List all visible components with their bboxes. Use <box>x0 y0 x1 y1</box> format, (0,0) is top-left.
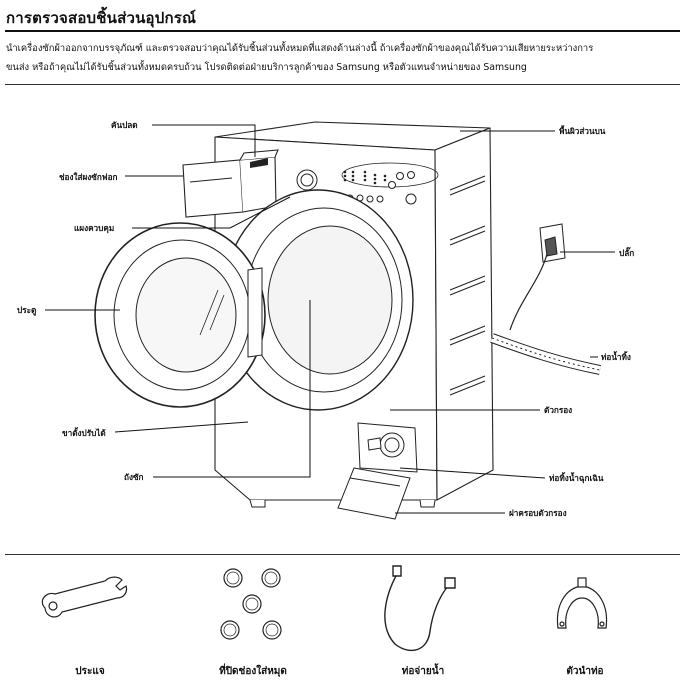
machine-side <box>434 127 494 501</box>
label-detergent-drawer: ช่องใส่ผงซักฟอก <box>59 172 117 182</box>
label-filter: ตัวกรอง <box>544 405 572 415</box>
label-emergency-drain: ท่อทิ้งน้ำฉุกเฉิน <box>549 471 604 484</box>
spanner-icon <box>41 576 128 618</box>
drum <box>267 225 393 375</box>
filter-cover <box>337 467 411 520</box>
hose-guide-icon <box>556 577 608 629</box>
label-drum: ถังซัก <box>124 472 144 482</box>
label-control-panel: แผงควบคุม <box>74 223 114 234</box>
section-divider-top <box>5 84 680 85</box>
washing-machine-diagram: คันปลด ช่องใส่ผงซักฟอก แผงควบคุม ประตู ข… <box>17 120 634 520</box>
hole-caps-icon <box>220 568 282 640</box>
water-supply-hose-icon <box>384 565 456 652</box>
section-divider-bottom <box>5 554 680 555</box>
label-drain-hose: ท่อน้ำทิ้ง <box>601 350 631 362</box>
power-plug <box>544 236 558 257</box>
accessories-illustrations <box>41 565 608 652</box>
label-filter-cover: ฝาครอบตัวกรอง <box>509 508 567 518</box>
intro-line-2: ขนส่ง หรือถ้าคุณไม่ได้รับชิ้นส่วนทั้งหมด… <box>6 62 527 73</box>
label-door: ประตู <box>17 305 36 316</box>
intro-paragraph: นำเครื่องซักผ้าออกจากบรรจุภัณฑ์ และตรวจส… <box>6 39 678 77</box>
accessory-label-hose-guide: ตัวนำท่อ <box>566 666 604 677</box>
accessory-label-hole-caps: ที่ปิดช่องใส่หมุด <box>219 666 287 677</box>
label-release-lever: คันปลด <box>111 120 138 130</box>
title-underline <box>5 30 680 32</box>
accessory-label-spanner: ประแจ <box>75 666 105 677</box>
accessory-label-water-hose: ท่อจ่ายน้ำ <box>401 666 445 677</box>
detergent-drawer <box>182 159 244 218</box>
intro-line-1: นำเครื่องซักผ้าออกจากบรรจุภัณฑ์ และตรวจส… <box>6 43 594 54</box>
label-worktop: พื้นผิวส่วนบน <box>559 124 606 136</box>
page-title: การตรวจสอบชิ้นส่วนอุปกรณ์ <box>6 9 197 27</box>
label-plug: ปลั๊ก <box>619 246 634 258</box>
label-adjustable-feet: ขาตั้งปรับได้ <box>62 426 106 438</box>
